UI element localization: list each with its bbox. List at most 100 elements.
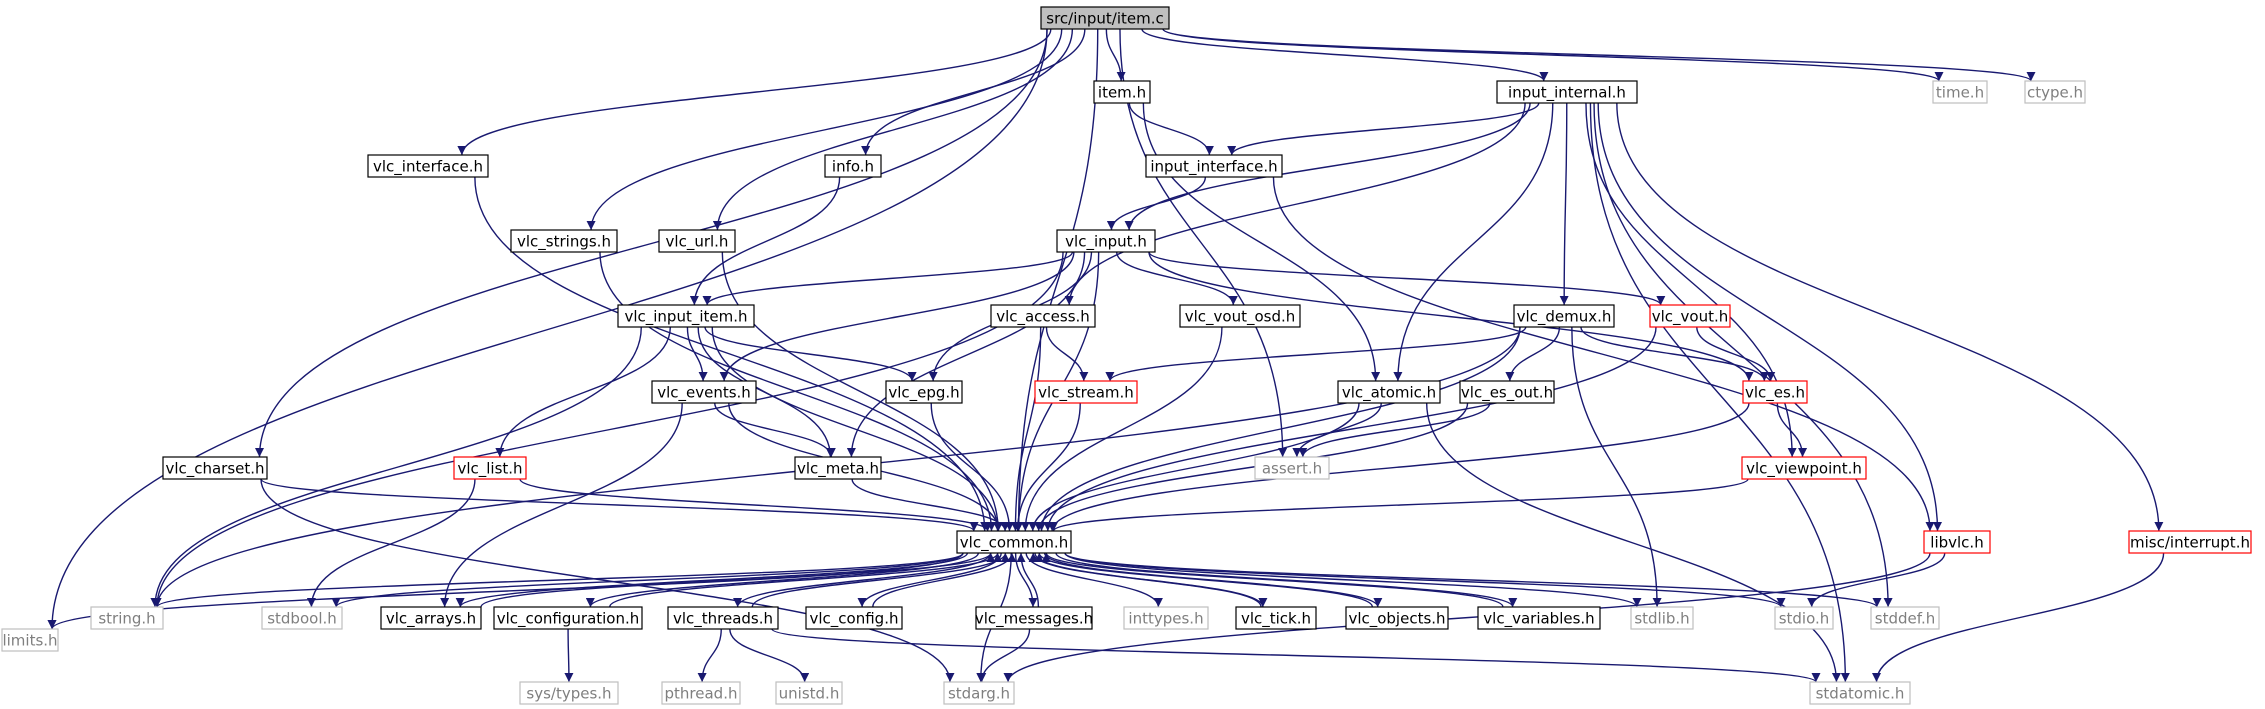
- node-vlc-tick-h[interactable]: vlc_tick.h: [1235, 606, 1317, 630]
- node-label: src/input/item.c: [1046, 10, 1164, 28]
- edge-vlc_input_h-to-vlc_input_item_h: [702, 251, 1074, 306]
- node-box: [1034, 380, 1138, 404]
- node-ctype-h: ctype.h: [2024, 80, 2086, 104]
- edge-vlc_interface_h-to-vlc_common_h: [474, 176, 990, 532]
- node-box: [367, 154, 489, 178]
- node-box: [885, 380, 963, 404]
- node-vlc-atomic-h[interactable]: vlc_atomic.h: [1337, 380, 1441, 404]
- node-vlc-list-h[interactable]: vlc_list.h: [453, 456, 527, 480]
- node-vlc-objects-h[interactable]: vlc_objects.h: [1345, 606, 1449, 630]
- node-item-h[interactable]: item.h: [1093, 80, 1151, 104]
- node-limits-h: limits.h: [1, 628, 59, 652]
- node-box: [1774, 606, 1834, 630]
- node-libvlc-h[interactable]: libvlc.h: [1923, 530, 1991, 554]
- edge-input_interface_h-to-libvlc_h: [1272, 176, 1935, 532]
- node-box: [667, 606, 779, 630]
- node-box: [1179, 304, 1301, 328]
- node-vlc-demux-h[interactable]: vlc_demux.h: [1513, 304, 1615, 328]
- node-box: [1056, 229, 1156, 253]
- edge-item_c-to-info_h: [861, 28, 1086, 156]
- node-vlc-access-h[interactable]: vlc_access.h: [990, 304, 1096, 328]
- node-box: [1345, 606, 1449, 630]
- node-vlc-es-h[interactable]: vlc_es.h: [1742, 380, 1808, 404]
- node-vlc-vout-osd-h[interactable]: vlc_vout_osd.h: [1179, 304, 1301, 328]
- node-input-interface-h[interactable]: input_interface.h: [1145, 154, 1283, 178]
- edge-input_internal_h-to-vlc_access_h: [1064, 102, 1526, 306]
- edge-vlc_input_h-to-vlc_vout_osd_h: [1116, 251, 1238, 306]
- node-vlc-configuration-h[interactable]: vlc_configuration.h: [493, 606, 643, 630]
- node-label: stdio.h: [1779, 610, 1830, 628]
- node-label: vlc_demux.h: [1517, 308, 1612, 327]
- node-vlc-epg-h[interactable]: vlc_epg.h: [885, 380, 963, 404]
- node-label: stdlib.h: [1634, 610, 1689, 628]
- node-label: vlc_threads.h: [673, 610, 773, 629]
- edge-vlc_variables_h-to-vlc_common_h: [1041, 552, 1504, 608]
- node-label: time.h: [1936, 84, 1984, 102]
- edge-vlc_es_h-to-vlc_common_h: [1047, 402, 1750, 532]
- edge-vlc_charset_h-to-stdarg_h: [260, 478, 955, 683]
- node-box: [162, 456, 268, 480]
- node-label: vlc_tick.h: [1241, 610, 1311, 629]
- node-box: [1093, 80, 1151, 104]
- node-label: libvlc.h: [1930, 534, 1983, 552]
- edge-vlc_common_h-to-string_h: [152, 552, 964, 608]
- edge-vlc_common_h-to-stdio_h: [1064, 552, 1786, 608]
- node-vlc-config-h[interactable]: vlc_config.h: [805, 606, 903, 630]
- node-label: pthread.h: [665, 685, 738, 703]
- node-box: [943, 681, 1015, 705]
- node-vlc-strings-h[interactable]: vlc_strings.h: [510, 229, 618, 253]
- edge-vlc_vout_h-to-vlc_common_h: [1043, 326, 1657, 532]
- node-vlc-input-h[interactable]: vlc_input.h: [1056, 229, 1156, 253]
- node-label: vlc_arrays.h: [386, 610, 476, 629]
- node-label: stddef.h: [1875, 610, 1935, 628]
- edge-vlc_input_item_h-to-vlc_events_h: [686, 326, 708, 382]
- node-box: [1741, 456, 1867, 480]
- node-vlc-input-item-h[interactable]: vlc_input_item.h: [617, 304, 755, 328]
- node-vlc-meta-h[interactable]: vlc_meta.h: [794, 456, 882, 480]
- node-box: [661, 681, 741, 705]
- edge-input_internal_h-to-vlc_atomic_h: [1393, 102, 1554, 382]
- node-stdio-h: stdio.h: [1774, 606, 1834, 630]
- node-vlc-common-h[interactable]: vlc_common.h: [956, 530, 1072, 554]
- node-label: vlc_vout_osd.h: [1185, 308, 1296, 327]
- node-label: vlc_atomic.h: [1342, 384, 1436, 403]
- node-item-c[interactable]: src/input/item.c: [1040, 6, 1170, 30]
- node-vlc-arrays-h[interactable]: vlc_arrays.h: [380, 606, 482, 630]
- edge-vlc_input_h-to-vlc_es_h: [1148, 251, 1754, 382]
- node-vlc-vout-h[interactable]: vlc_vout.h: [1649, 304, 1731, 328]
- edge-vlc_access_h-to-vlc_common_h: [1010, 326, 1042, 532]
- node-box: [1742, 380, 1808, 404]
- edge-vlc_es_out_h-to-vlc_common_h: [1034, 402, 1469, 532]
- edge-misc_interrupt_h-to-stdatomic_h: [1872, 552, 2165, 683]
- node-vlc-url-h[interactable]: vlc_url.h: [658, 229, 736, 253]
- node-info-h[interactable]: info.h: [824, 154, 882, 178]
- edge-vlc_configuration_h-to-vlc_common_h: [608, 552, 1003, 608]
- edge-vlc_objects_h-to-vlc_common_h: [1034, 552, 1374, 608]
- node-vlc-stream-h[interactable]: vlc_stream.h: [1034, 380, 1138, 404]
- node-misc-interrupt-h[interactable]: misc/interrupt.h: [2128, 530, 2252, 554]
- edge-vlc_common_h-to-stdlib_h: [1064, 552, 1642, 608]
- node-vlc-es-out-h[interactable]: vlc_es_out.h: [1459, 380, 1555, 404]
- node-label: input_interface.h: [1150, 158, 1277, 177]
- node-label: stdbool.h: [267, 610, 337, 628]
- edge-vlc_access_h-to-vlc_stream_h: [1045, 326, 1089, 382]
- node-label: inttypes.h: [1128, 610, 1203, 628]
- node-vlc-interface-h[interactable]: vlc_interface.h: [367, 154, 489, 178]
- edge-item_c-to-vlc_strings_h: [586, 28, 1063, 231]
- node-label: vlc_config.h: [810, 610, 899, 629]
- edge-vlc_url_h-to-vlc_common_h: [721, 251, 1003, 532]
- edge-input_internal_h-to-misc_interrupt_h: [1616, 102, 2164, 532]
- node-vlc-charset-h[interactable]: vlc_charset.h: [162, 456, 268, 480]
- node-vlc-viewpoint-h[interactable]: vlc_viewpoint.h: [1741, 456, 1867, 480]
- edge-vlc_config_h-to-vlc_common_h: [872, 552, 1017, 608]
- edge-item_c-to-ctype_h: [1162, 28, 2036, 82]
- node-input-internal-h[interactable]: input_internal.h: [1496, 80, 1638, 104]
- edge-vlc_es_h-to-vlc_viewpoint_h: [1776, 402, 1808, 458]
- node-vlc-events-h[interactable]: vlc_events.h: [651, 380, 757, 404]
- edge-vlc_arrays_h-to-vlc_common_h: [480, 552, 996, 608]
- node-vlc-variables-h[interactable]: vlc_variables.h: [1477, 606, 1601, 630]
- node-label: assert.h: [1262, 460, 1322, 478]
- node-vlc-threads-h[interactable]: vlc_threads.h: [667, 606, 779, 630]
- node-vlc-messages-h[interactable]: vlc_messages.h: [975, 606, 1093, 630]
- node-inttypes-h: inttypes.h: [1123, 606, 1209, 630]
